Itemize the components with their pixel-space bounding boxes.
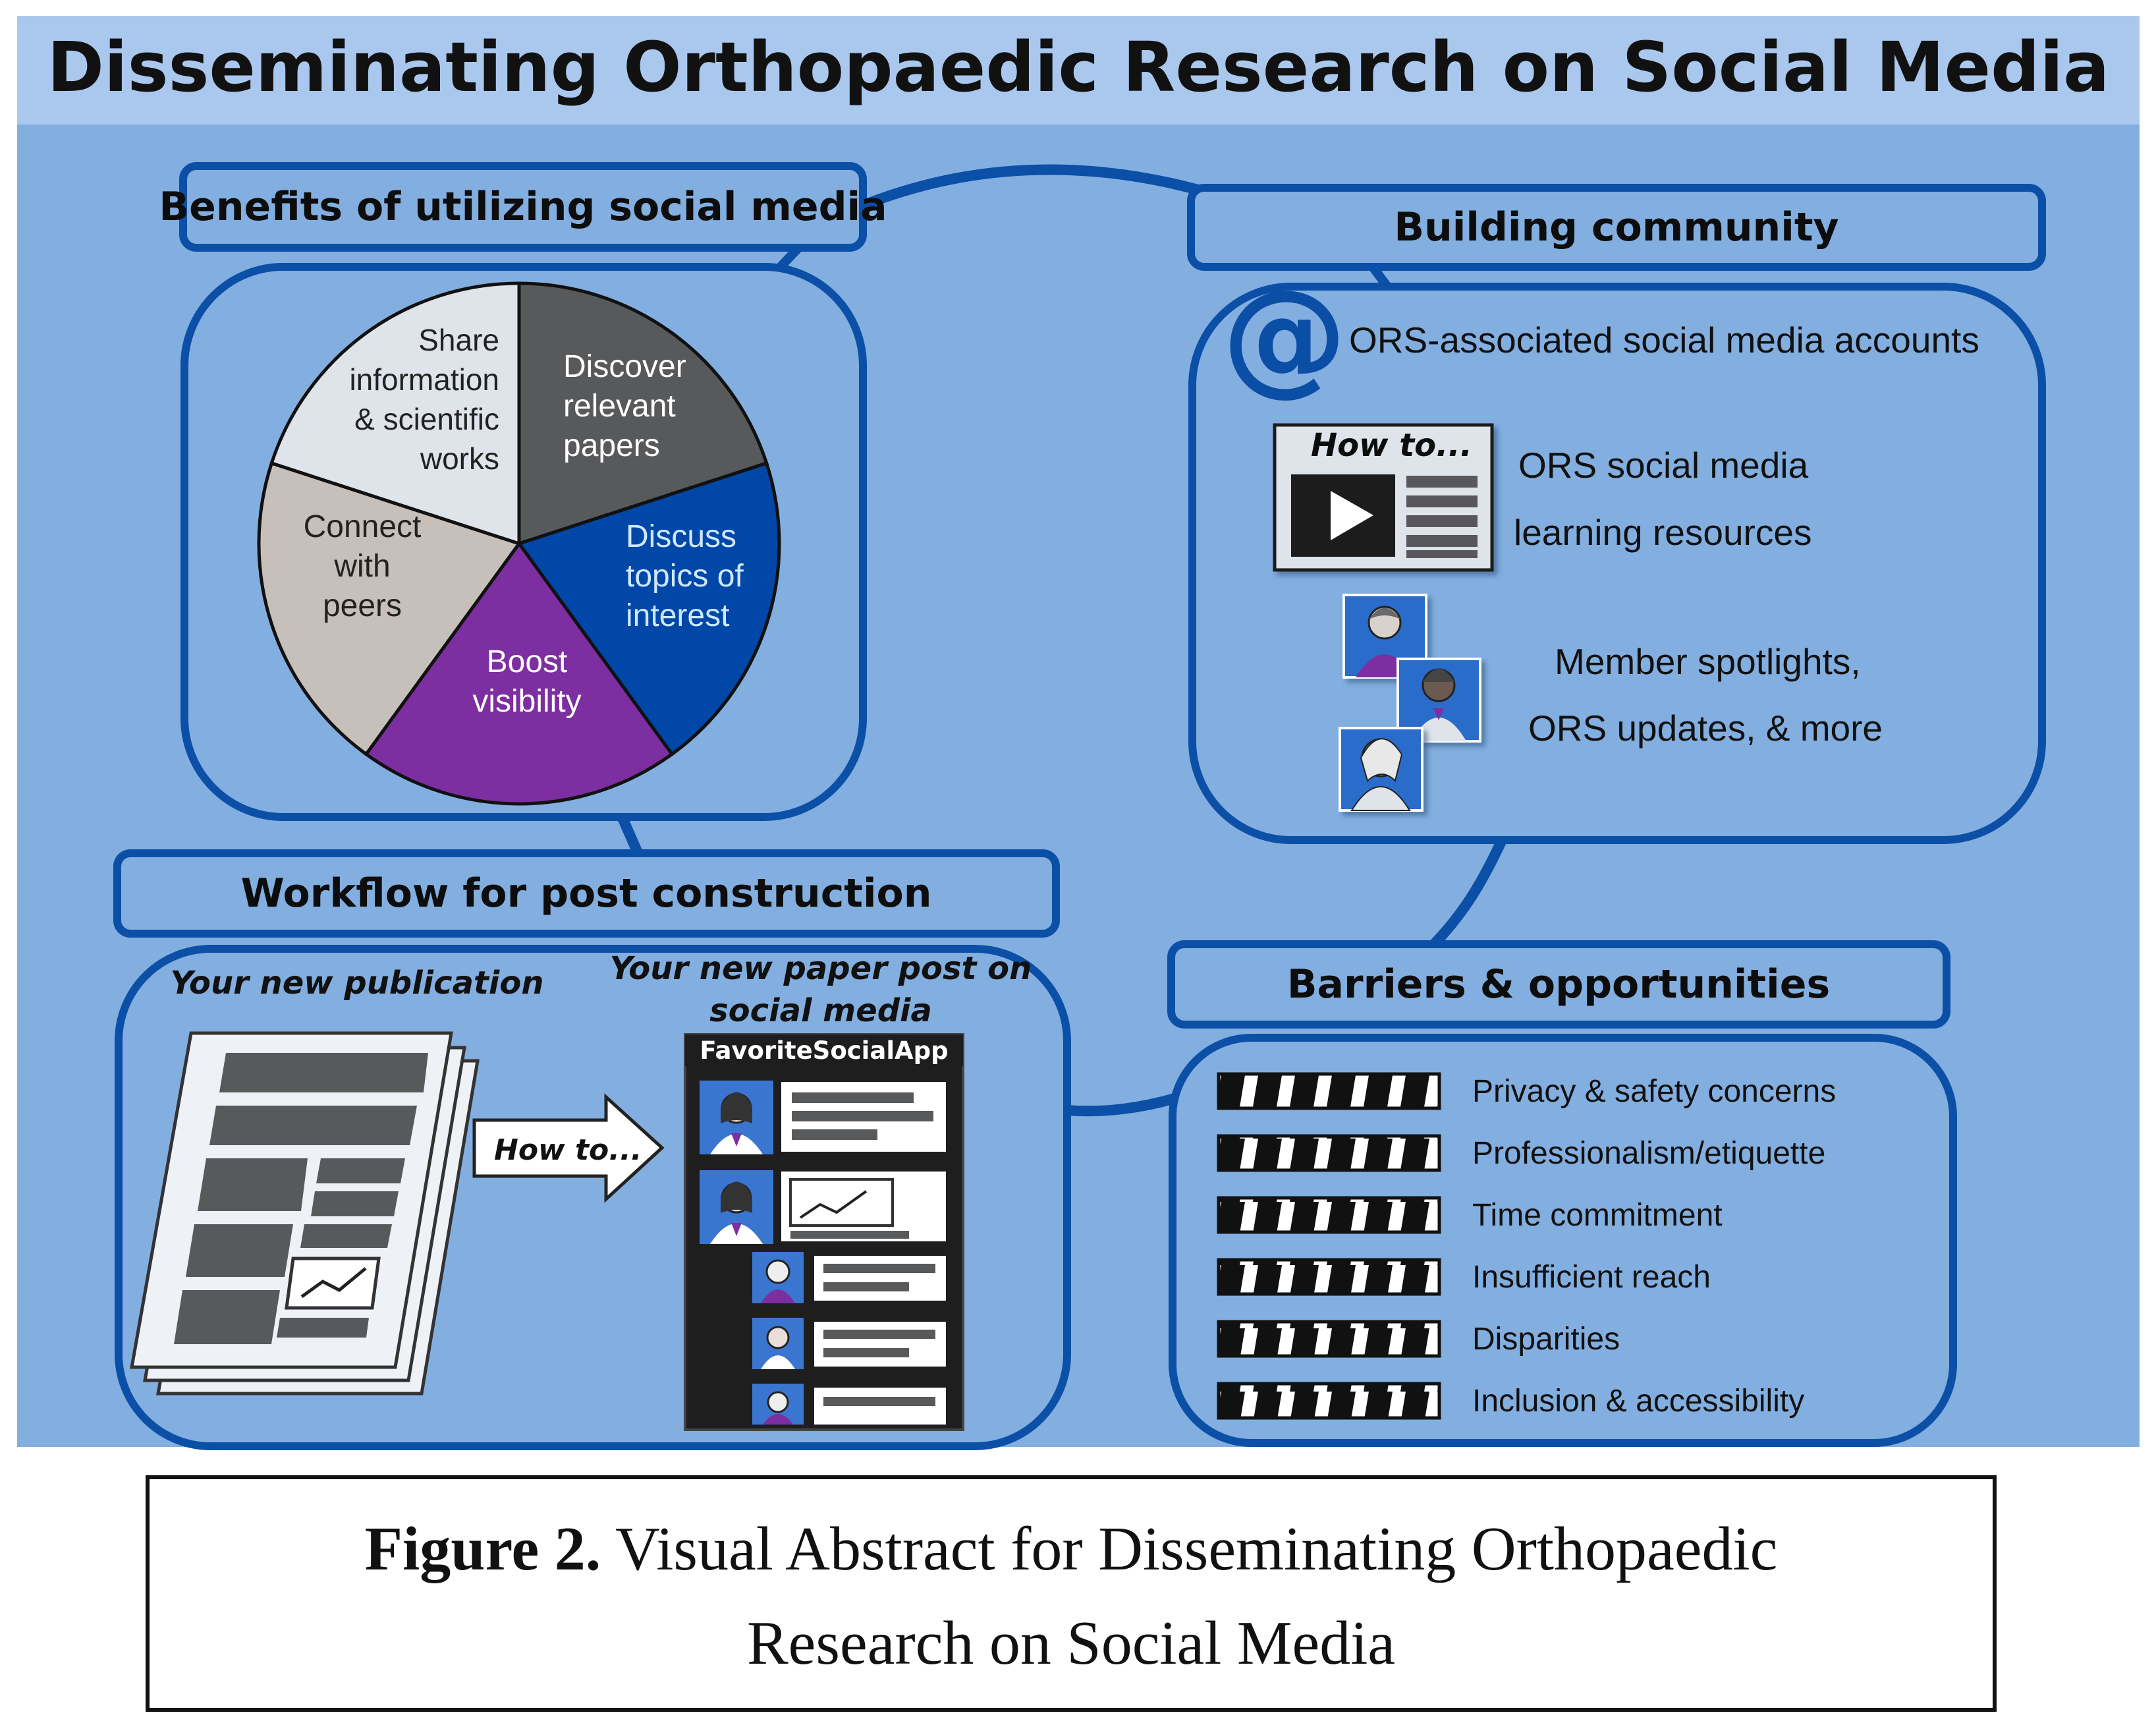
pie-slice <box>257 461 522 757</box>
caption-box <box>146 1475 1997 1712</box>
how-to-arrow-icon: How to... <box>472 1093 665 1203</box>
workflow-heading-box <box>113 849 1060 938</box>
barrier-label: Insufficient reach <box>1472 1260 1711 1295</box>
workflow-heading: Workflow for post construction <box>241 870 932 917</box>
pie-slice <box>364 540 675 806</box>
resources-line1: ORS social media <box>1518 445 1809 486</box>
post-avatar-icon <box>700 1170 773 1244</box>
barrier-stripe-icon <box>1217 1258 1441 1296</box>
connector-benefits-community <box>847 164 1227 216</box>
spotlights-line1: Member spotlights, <box>1555 641 1861 682</box>
barrier-label: Disparities <box>1472 1322 1620 1357</box>
post-label-line1: Your new paper post on <box>610 950 1032 987</box>
caption-line1-rest: Visual Abstract for Disseminating Orthop… <box>601 1515 1777 1583</box>
caption-line2: Research on Social Media <box>747 1609 1395 1678</box>
arrow-text: How to... <box>494 1133 642 1167</box>
community-heading: Building community <box>1394 204 1838 250</box>
barriers-list: Privacy & safety concernsProfessionalism… <box>1217 1072 1836 1420</box>
caption-label: Figure 2. <box>365 1515 601 1583</box>
post-avatar-icon <box>700 1081 773 1154</box>
benefits-heading: Benefits of utilizing social media <box>159 184 887 230</box>
at-icon: @ <box>1222 263 1347 409</box>
pie-slice <box>269 281 521 546</box>
barriers-heading: Barriers & opportunities <box>1287 961 1830 1007</box>
connector-workflow-barriers <box>1066 1092 1181 1117</box>
barrier-stripe-icon <box>1217 1382 1441 1420</box>
barrier-label: Professionalism/etiquette <box>1472 1136 1825 1171</box>
app-name: FavoriteSocialApp <box>700 1036 948 1065</box>
barrier-label: Inclusion & accessibility <box>1472 1384 1804 1419</box>
publication-label: Your new publication <box>170 965 543 1002</box>
barrier-label: Time commitment <box>1472 1198 1723 1233</box>
reply-avatar-icon <box>752 1318 804 1369</box>
barrier-stripe-icon <box>1217 1072 1441 1110</box>
pie-slice <box>517 281 769 546</box>
pie-slice <box>516 461 781 757</box>
barrier-stripe-icon <box>1217 1196 1441 1234</box>
reply-avatar-icon <box>752 1384 804 1425</box>
caption-line1: Figure 2. Visual Abstract for Disseminat… <box>365 1515 1778 1583</box>
member-portrait-icon-3 <box>1339 727 1424 812</box>
post-label-line2: social media <box>709 992 932 1029</box>
reply-text-card <box>814 1322 946 1367</box>
accounts-text: ORS-associated social media accounts <box>1349 320 1979 360</box>
social-app-mockup: FavoriteSocialApp <box>684 1033 964 1431</box>
barrier-stripe-icon <box>1217 1134 1441 1172</box>
publication-document-icon <box>130 1031 480 1396</box>
title-band <box>17 16 2140 125</box>
page-title: Disseminating Orthopaedic Research on So… <box>47 27 2110 107</box>
spotlights-line2: ORS updates, & more <box>1528 708 1883 749</box>
barrier-stripe-icon <box>1217 1320 1441 1358</box>
reply-text-card <box>814 1256 946 1301</box>
barrier-label: Privacy & safety concerns <box>1472 1074 1836 1109</box>
community-heading-box <box>1187 184 2046 271</box>
connector-community-barriers <box>1425 837 1507 953</box>
resources-line2: learning resources <box>1514 512 1811 553</box>
benefits-heading-box <box>179 162 867 252</box>
barriers-heading-box <box>1167 940 1950 1029</box>
reply-avatar-icon <box>752 1252 804 1303</box>
video-card-title: How to... <box>1311 427 1472 464</box>
video-card-icon: How to... <box>1273 423 1494 572</box>
